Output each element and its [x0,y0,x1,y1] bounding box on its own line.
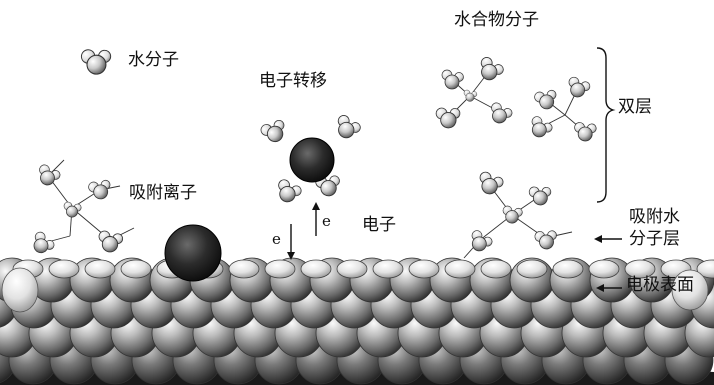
water-molecule [471,230,493,252]
water-molecule [463,89,478,102]
oxygen-atom [539,94,555,110]
adsorbed-ion [164,224,222,282]
water-molecule [502,205,523,224]
water-molecule [98,230,124,253]
water-molecule [88,179,111,200]
electrode-atom [120,259,152,279]
oxygen-atom [471,236,487,252]
water-molecule [260,119,285,143]
oxygen-atom [320,179,337,197]
electrode-atom [300,259,332,279]
water-molecule [491,102,513,124]
oxygen-atom [101,236,119,253]
oxygen-atom [66,205,78,218]
electrode-sphere-lattice [0,257,714,385]
electrode-atom [516,259,548,279]
oxygen-atom [481,178,498,195]
label-adsorbed-water-line1: 吸附水 [629,207,680,227]
oxygen-atom [40,170,55,186]
label-electrode-surface: 电极表面 [626,275,694,295]
electrode-atom [696,259,714,279]
oxygen-atom [539,234,554,250]
label-electron-transfer: 电子转移 [259,71,327,91]
electrode-atom [372,259,404,279]
water-molecule [531,116,553,138]
electrode-atom [228,259,260,279]
water-molecule [278,179,302,203]
oxygen-atom [505,210,519,224]
water-molecule [568,76,591,98]
electrode-atom [480,259,512,279]
electrode-atom [624,259,656,279]
water-molecule [80,49,112,75]
oxygen-atom [531,122,547,138]
water-molecule [534,230,557,250]
oxygen-atom [444,74,460,90]
label-electron: 电子 [362,215,396,235]
water-molecule [63,201,82,218]
oxygen-atom [440,112,457,129]
electrode-atom [264,259,296,279]
electrode-atom [552,259,584,279]
oxygen-atom [338,121,355,139]
oxygen-atom [86,54,107,75]
oxygen-atom [577,126,593,142]
oxygen-atom [532,190,548,206]
oxygen-atom [33,238,49,254]
water-molecule [480,57,504,81]
water-molecule [574,122,597,142]
electrode-atom [84,259,116,279]
water-molecules [33,49,597,259]
label-water-molecule: 水分子 [128,50,179,70]
oxygen-atom [465,92,475,102]
label-hydrate-molecule: 水合物分子 [454,10,539,30]
ions [164,137,335,282]
water-molecule [528,186,552,206]
water-molecule [337,115,361,139]
label-double-layer: 双层 [618,97,652,117]
electron-symbol-up: e [322,212,331,230]
oxygen-atom [266,125,284,143]
electrode-atom [444,259,476,279]
electron-symbol-down: e [272,230,281,248]
water-molecule [435,107,461,129]
electrode-atom [336,259,368,279]
oxygen-atom [492,108,507,124]
label-adsorbed-water-line2: 分子层 [629,229,680,250]
label-adsorbed-ion: 吸附离子 [129,183,197,203]
water-molecule [479,171,504,195]
electrode-atom [408,259,440,279]
water-molecule [534,89,557,110]
water-molecule [39,164,61,186]
label-adsorbed-water-layer: 吸附水 分子层 [629,206,680,250]
oxygen-atom [279,185,296,203]
electrode-atom [671,269,709,311]
solvated-ion [289,137,335,183]
water-molecule [33,231,55,254]
oxygen-atom [481,63,498,81]
oxygen-atom [570,82,586,98]
electrode-atom [1,267,39,313]
double-layer-brace [596,47,616,203]
water-molecule [441,69,464,90]
electrode-atom [48,259,80,279]
oxygen-atom [93,184,109,200]
electrode-atom [588,259,620,279]
annotations [287,47,622,292]
